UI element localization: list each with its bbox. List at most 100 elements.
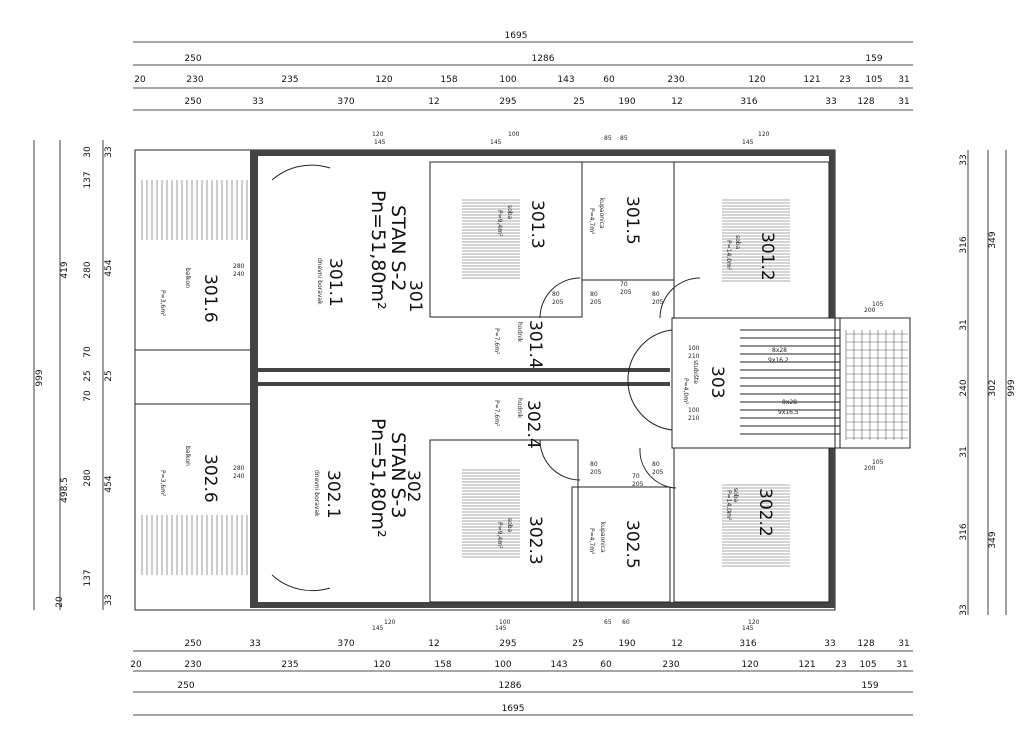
dim-label: 33: [824, 639, 835, 649]
window-label: 120: [758, 131, 770, 138]
dim-label: 31: [898, 75, 909, 85]
landing-label: 105: [872, 301, 884, 308]
dim-label: 25: [572, 639, 583, 649]
door-label: 205: [620, 289, 632, 296]
dim-label: 128: [857, 97, 874, 107]
door-label: 80: [652, 461, 660, 468]
dim-label: 370: [337, 639, 354, 649]
stair-label: 9x16,2: [768, 357, 789, 364]
dim-label: 100: [499, 75, 516, 85]
dim-label: 25: [573, 97, 584, 107]
stair-label: 9x16,5: [778, 409, 799, 416]
room-name: hodnik: [516, 398, 523, 419]
left-dimension-labels: 30 137 280 70 25 70 280 137 20 33 454 25…: [35, 146, 114, 608]
dim-label: 128: [857, 639, 874, 649]
unit-area: Pn=51,80m²: [367, 418, 389, 538]
room-number: 302.6: [200, 454, 220, 503]
window-label: 145: [495, 625, 507, 632]
dim-label: 120: [373, 660, 390, 670]
room-name: hodnik: [516, 322, 523, 343]
door-label: 80: [590, 461, 598, 468]
dim-label: 158: [434, 660, 451, 670]
dim-label: 295: [499, 97, 516, 107]
dim-label: 70: [83, 346, 93, 358]
door-label: 100: [688, 407, 700, 414]
room-area: P=4,0m²: [682, 378, 689, 405]
dim-label: 105: [865, 75, 882, 85]
door-label: 205: [652, 469, 664, 476]
room-area: P=9,4m²: [496, 210, 503, 237]
dim-label: 999: [1007, 379, 1017, 396]
dim-label: 33: [104, 146, 114, 157]
room-area: P=7,6m²: [493, 400, 500, 427]
dim-label: 302: [988, 379, 998, 396]
door-label: 80: [652, 291, 660, 298]
dim-label: 316: [959, 523, 969, 540]
dim-label: 33: [104, 594, 114, 605]
dim-label: 31: [898, 97, 909, 107]
room-number: 302.5: [622, 520, 642, 569]
dim-label: 235: [281, 75, 298, 85]
dim-label: 316: [959, 236, 969, 253]
dim-label: 250: [184, 97, 201, 107]
top-dimension-labels: 1695 250 1286 159 20 230 235 120 158 100…: [134, 31, 909, 107]
room-number: 302.1: [323, 470, 343, 519]
room-area: P=3,6m²: [159, 290, 166, 317]
door-label: 280: [233, 465, 245, 472]
stair-label: 8x28: [782, 399, 797, 406]
bottom-dimension-labels: 250 33 370 12 295 25 190 12 316 33 128 3…: [130, 639, 909, 714]
dim-label: 280: [83, 261, 93, 278]
door-label: 70: [620, 281, 628, 288]
dim-label: 190: [618, 639, 635, 649]
dim-label: 454: [104, 259, 114, 276]
room-number: 301.3: [527, 200, 547, 249]
balcony-hatching: [141, 180, 248, 575]
door-label: 205: [632, 481, 644, 488]
window-label: 120: [372, 131, 384, 138]
door-label: 210: [688, 415, 700, 422]
dim-label: 12: [671, 97, 682, 107]
room-area: P=4,7m²: [588, 528, 595, 555]
door-swings: [271, 164, 701, 592]
room-name: soba: [734, 235, 741, 250]
door-label: 205: [552, 299, 564, 306]
dim-label: 250: [177, 681, 194, 691]
dim-label: 349: [988, 231, 998, 248]
dim-label: 137: [83, 171, 93, 188]
door-label: 100: [688, 345, 700, 352]
dim-label: 33: [249, 639, 260, 649]
room-number: 302.4: [523, 400, 543, 449]
dim-label: 137: [83, 569, 93, 586]
room-name: soba: [732, 488, 739, 503]
landing-label: 200: [864, 307, 876, 314]
dim-label: 33: [959, 604, 969, 615]
dim-label: 230: [667, 75, 684, 85]
unit-labels: STAN S-2 Pn=51,80m² STAN S-3 Pn=51,80m²: [367, 190, 409, 538]
room-area: P=7,6m²: [493, 328, 500, 355]
opening-label: 60: [622, 619, 630, 626]
room-name: stubište: [692, 360, 699, 384]
door-label: 210: [688, 353, 700, 360]
dimension-lines: [33, 41, 1007, 716]
door-label: 240: [233, 271, 245, 278]
dim-label: 121: [803, 75, 820, 85]
dim-label: 280: [83, 469, 93, 486]
window-label: 145: [374, 139, 386, 146]
window-label: 100: [499, 619, 511, 626]
dim-label: 230: [184, 660, 201, 670]
stair-treads: [740, 329, 908, 440]
dim-label: 349: [988, 531, 998, 548]
dim-label: 31: [959, 446, 969, 457]
dim-label: 12: [671, 639, 682, 649]
right-dimension-labels: 33 316 31 240 31 316 33 349 302 349 999: [959, 154, 1017, 615]
unit-title: STAN S-3: [387, 432, 409, 518]
room-number: 302.2: [755, 488, 775, 537]
room-names: dnevni boravak soba soba hodnik kupaonic…: [184, 198, 741, 553]
dim-label: 143: [557, 75, 574, 85]
dim-label: 121: [798, 660, 815, 670]
room-number: 301.1: [325, 258, 345, 307]
dim-label: 25: [104, 370, 114, 381]
dim-label: 999: [35, 369, 45, 386]
window-label: 120: [748, 619, 760, 626]
stair-label: 8x28: [772, 347, 787, 354]
